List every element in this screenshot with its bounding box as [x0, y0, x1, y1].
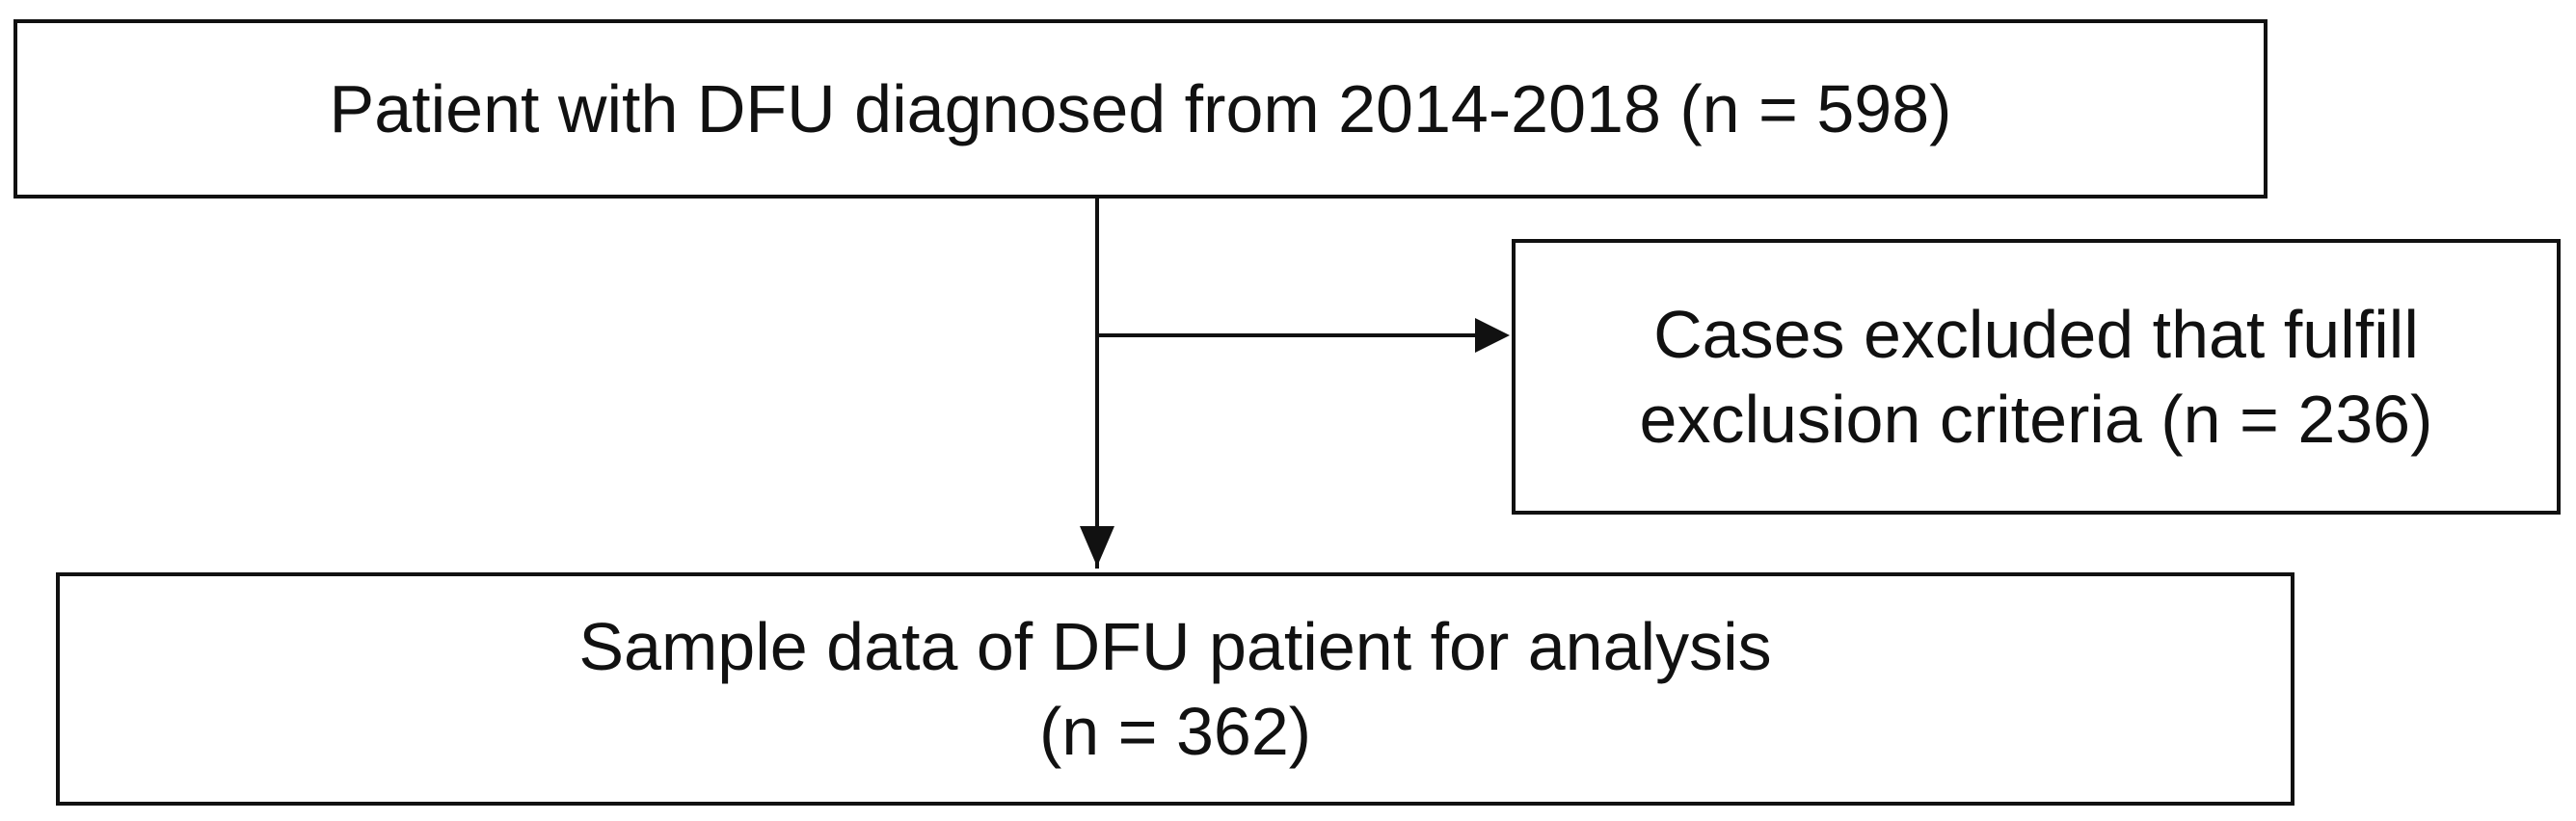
exclusion-branch-arrowhead: [1475, 318, 1510, 353]
analysis-sample-text-line2: (n = 362): [1038, 694, 1312, 769]
excluded-cases-text-line1: Cases excluded that fulfill: [1653, 297, 2419, 372]
main-flow-arrowhead: [1080, 526, 1114, 567]
eligible-patients-box: Patient with DFU diagnosed from 2014-201…: [13, 19, 2267, 199]
analysis-sample-text-line1: Sample data of DFU patient for analysis: [578, 609, 1772, 684]
excluded-cases-box: Cases excluded that fulfill exclusion cr…: [1512, 239, 2561, 515]
analysis-sample-box: Sample data of DFU patient for analysis …: [56, 572, 2294, 806]
excluded-cases-text-line2: exclusion criteria (n = 236): [1639, 382, 2433, 457]
eligible-patients-text: Patient with DFU diagnosed from 2014-201…: [329, 71, 1952, 146]
